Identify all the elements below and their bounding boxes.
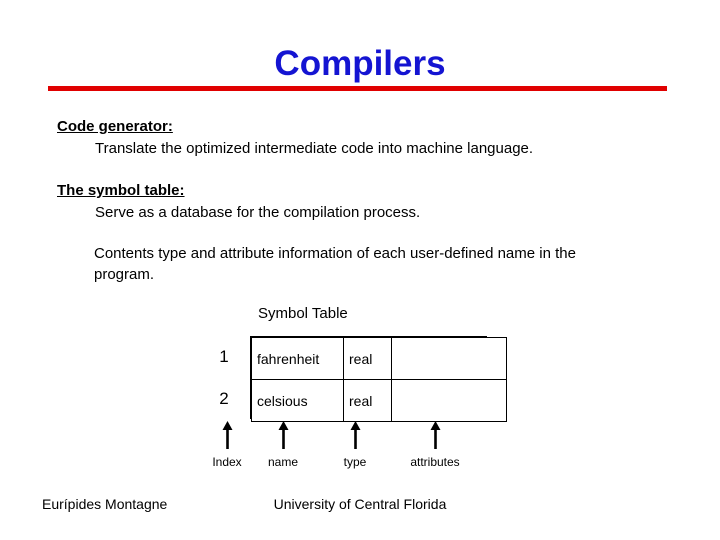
- callout-label-type: type: [343, 455, 367, 469]
- row-index-1: 1: [219, 347, 229, 366]
- footer-author: Eurípides Montagne: [42, 496, 168, 512]
- up-arrow-icon: [222, 421, 233, 449]
- callout-label-name: name: [267, 455, 299, 469]
- symbol-table-grid: fahrenheit real celsious real: [250, 336, 507, 422]
- up-arrow-icon: [278, 421, 289, 449]
- table-row: celsious real: [251, 379, 507, 422]
- code-generator-heading: Code generator:: [57, 118, 173, 135]
- code-generator-description: Translate the optimized intermediate cod…: [95, 140, 534, 157]
- cell-attributes: [391, 379, 507, 422]
- title-divider: [48, 86, 667, 91]
- cell-type: real: [343, 337, 392, 380]
- page-title: Compilers: [274, 44, 446, 83]
- cell-name: fahrenheit: [251, 337, 344, 380]
- cell-attributes: [391, 337, 507, 380]
- cell-type: real: [343, 379, 392, 422]
- symbol-table-heading: The symbol table:: [57, 182, 185, 199]
- up-arrow-icon: [350, 421, 361, 449]
- up-arrow-icon: [430, 421, 441, 449]
- footer-institution: University of Central Florida: [273, 496, 447, 512]
- symbol-table-caption: Symbol Table: [258, 305, 348, 322]
- callout-label-index: Index: [212, 455, 242, 469]
- cell-name: celsious: [251, 379, 344, 422]
- contents-description: Contents type and attribute information …: [94, 245, 576, 283]
- table-row: fahrenheit real: [251, 337, 507, 380]
- callout-label-attributes: attributes: [410, 455, 460, 469]
- symbol-table-description: Serve as a database for the compilation …: [95, 204, 421, 221]
- row-index-2: 2: [219, 389, 229, 408]
